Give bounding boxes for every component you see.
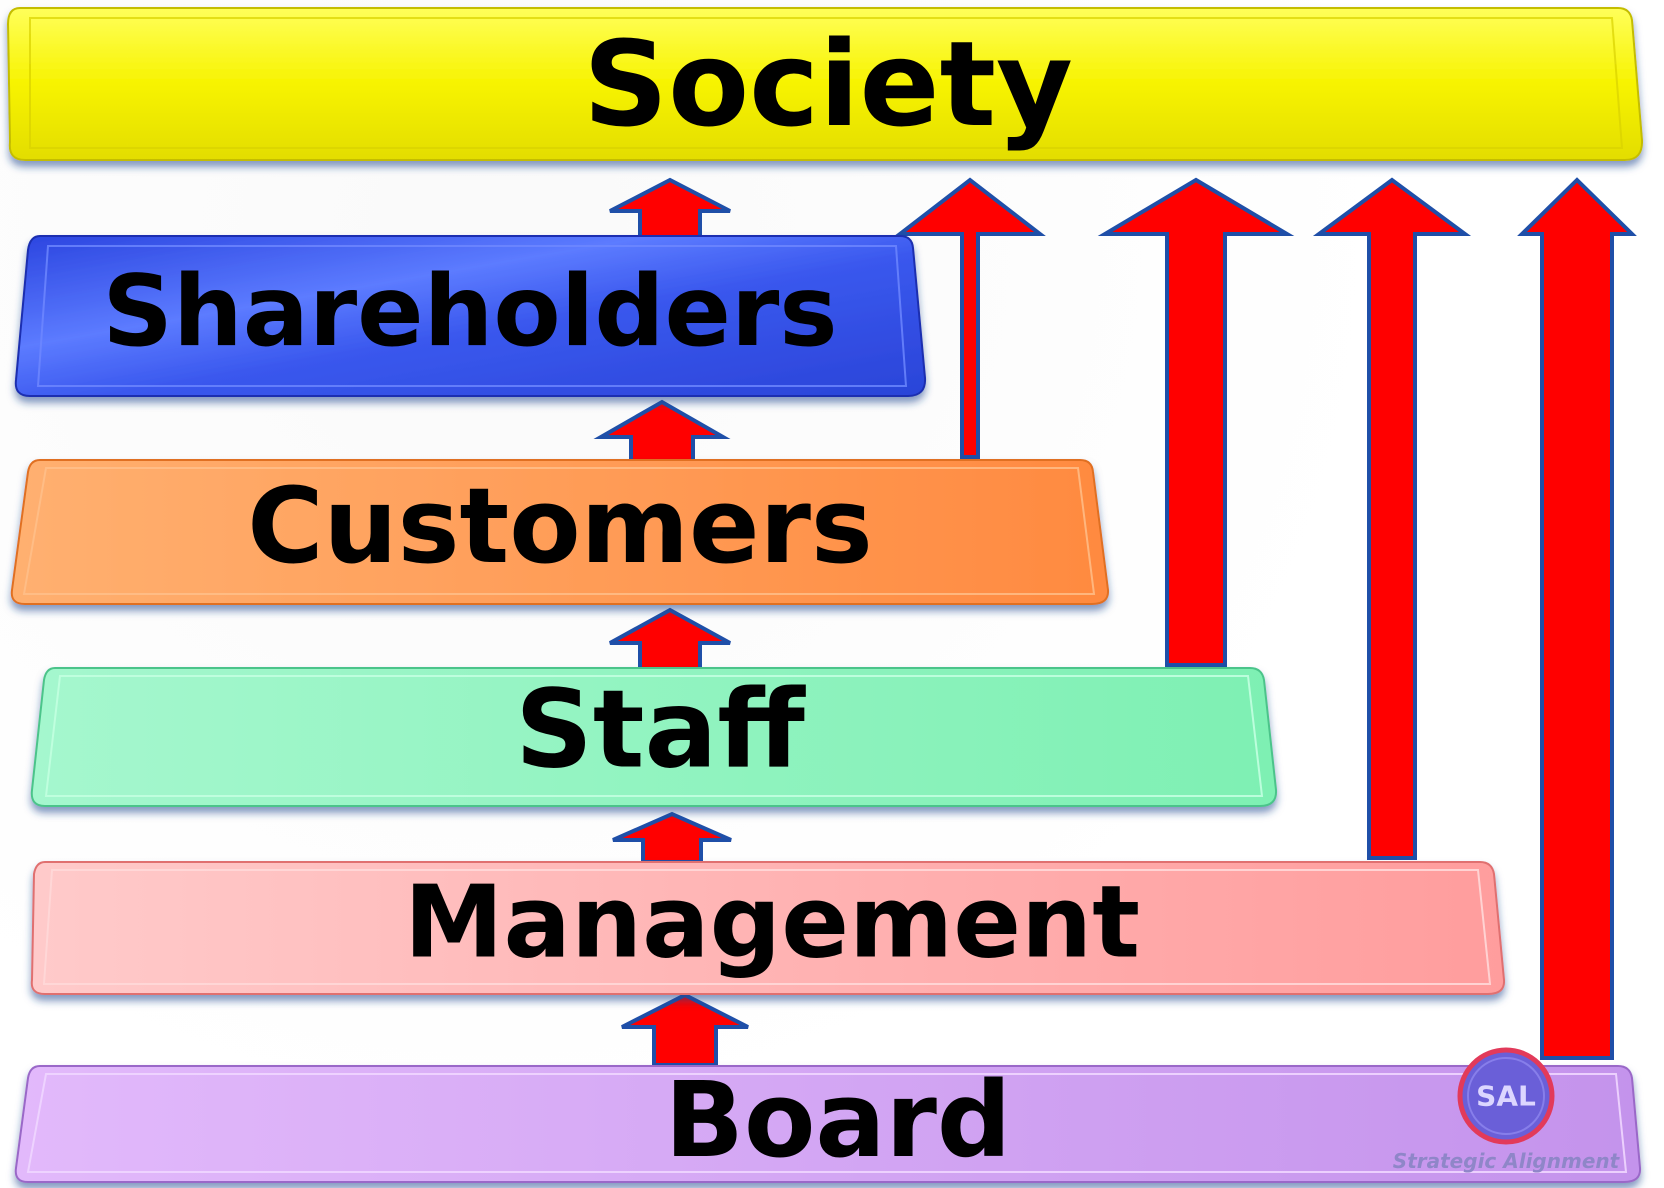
tier-label-customers: Customers <box>247 465 873 587</box>
long-arrows <box>894 177 1637 1060</box>
tier-label-shareholders: Shareholders <box>102 255 837 369</box>
arrow-management-to-society <box>1312 177 1472 860</box>
tier-shareholders: Shareholders <box>14 235 927 397</box>
short-arrows <box>593 177 749 1067</box>
arrow-shareholders-to-society <box>609 177 731 242</box>
logo-caption: Strategic Alignment <box>1393 1149 1621 1173</box>
sal-logo: SAL Strategic Alignment <box>1393 1047 1621 1173</box>
arrow-management-to-staff <box>612 811 732 864</box>
tier-society: Society <box>6 7 1644 161</box>
tier-customers: Customers <box>10 459 1110 605</box>
tier-label-board: Board <box>665 1059 1012 1181</box>
arrow-customers-to-society <box>894 177 1046 459</box>
arrow-staff-to-society <box>1097 177 1295 667</box>
tier-management: Management <box>30 861 1506 995</box>
arrow-board-to-society <box>1517 177 1637 1060</box>
tier-label-management: Management <box>404 864 1140 981</box>
tier-label-society: Society <box>583 15 1073 153</box>
tier-bars: Society Shareholders Customers Staff Man… <box>6 7 1644 1183</box>
logo-initials: SAL <box>1476 1080 1536 1113</box>
tier-staff: Staff <box>30 667 1278 807</box>
arrow-board-to-management <box>621 992 749 1067</box>
tier-label-staff: Staff <box>515 668 806 793</box>
logo-circle <box>1457 1047 1555 1145</box>
tier-board: Board <box>14 1059 1642 1183</box>
arrow-staff-to-customers <box>609 607 731 678</box>
